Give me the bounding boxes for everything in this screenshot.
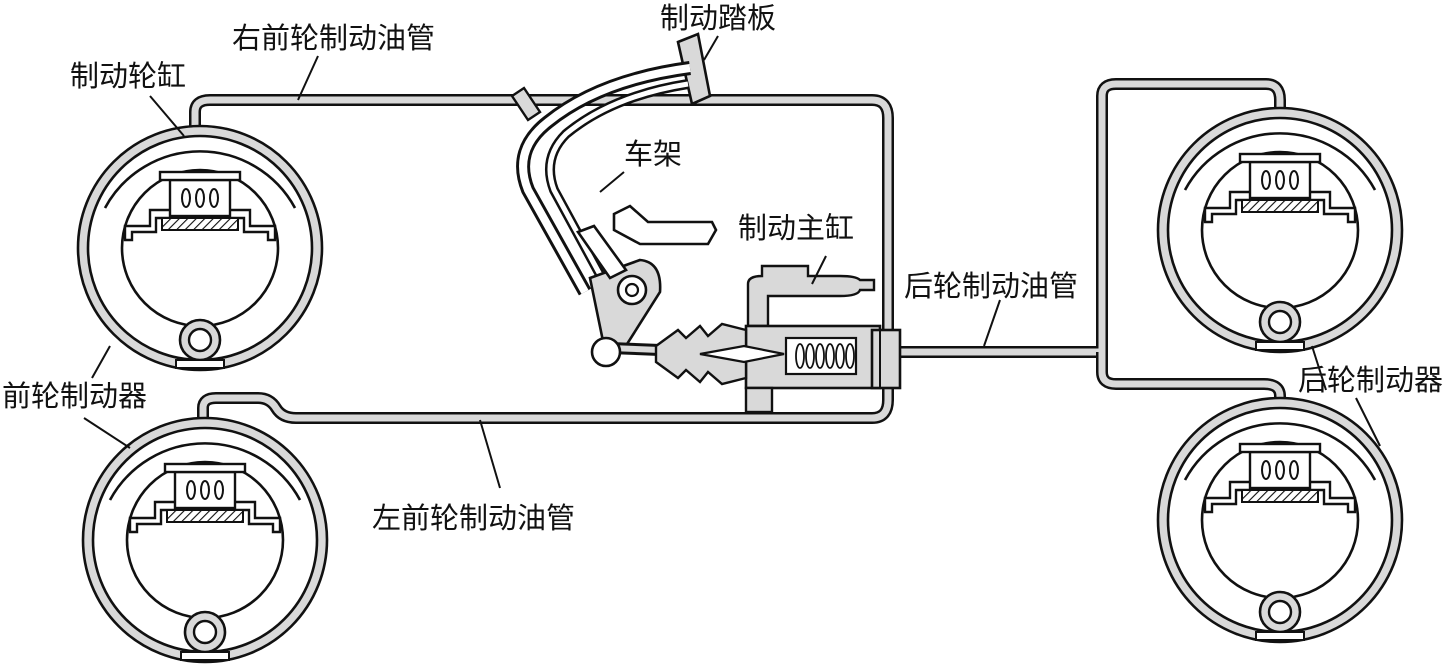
label-rear-brake: 后轮制动器 [1298,363,1443,397]
label-left-front-pipe: 左前轮制动油管 [372,501,575,535]
rear-upper-drum-brake [1156,106,1404,354]
brake-pedal-assembly [510,32,712,368]
rear-lower-drum-brake [1156,396,1404,644]
label-master-cylinder: 制动主缸 [738,211,854,245]
rear-brake-pipe [900,78,1286,410]
vehicle-frame [575,204,718,280]
right-front-brake-pipe [189,94,894,340]
master-cylinder [654,264,902,414]
label-frame: 车架 [624,137,682,171]
left-front-brake-pipe [197,350,894,428]
label-right-front-pipe: 右前轮制动油管 [232,21,435,55]
label-front-brake: 前轮制动器 [2,379,147,413]
label-brake-pedal: 制动踏板 [660,1,776,35]
label-wheel-cylinder: 制动轮缸 [70,59,186,93]
label-rear-pipe: 后轮制动油管 [904,269,1078,303]
front-left-drum-brake [81,416,329,664]
front-right-drum-brake [76,124,324,372]
leader-lines [83,35,1381,489]
